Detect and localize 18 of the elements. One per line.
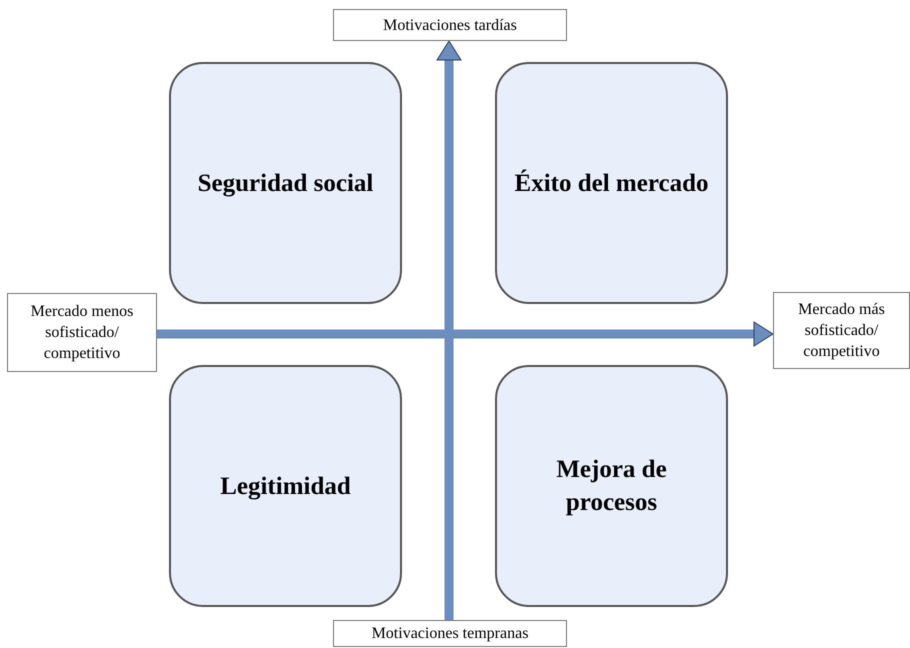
quadrant-title: Seguridad social (198, 168, 374, 198)
quadrant-box (495, 365, 728, 607)
axis-label: Mercado menos sofisticado/ competitivo (30, 302, 134, 364)
axis-label-box (773, 292, 910, 369)
axis-label: Motivaciones tardías (383, 16, 517, 36)
axis-label-box (333, 9, 567, 41)
axis-arrow (436, 40, 462, 620)
axis-label: Mercado más sofisticado/ competitivo (797, 300, 886, 362)
quadrant-title: Legitimidad (220, 472, 351, 502)
quadrant-title: Éxito del mercado (514, 168, 708, 198)
quadrant-box (169, 62, 402, 304)
axis-label-box (7, 293, 157, 372)
axis-arrow (157, 322, 774, 346)
quadrant-box (495, 62, 728, 304)
axis-label: Motivaciones tempranas (372, 624, 528, 644)
axis-label-box (333, 620, 567, 647)
quadrant-title: Mejora de procesos (555, 455, 668, 518)
quadrant-box (169, 365, 402, 607)
